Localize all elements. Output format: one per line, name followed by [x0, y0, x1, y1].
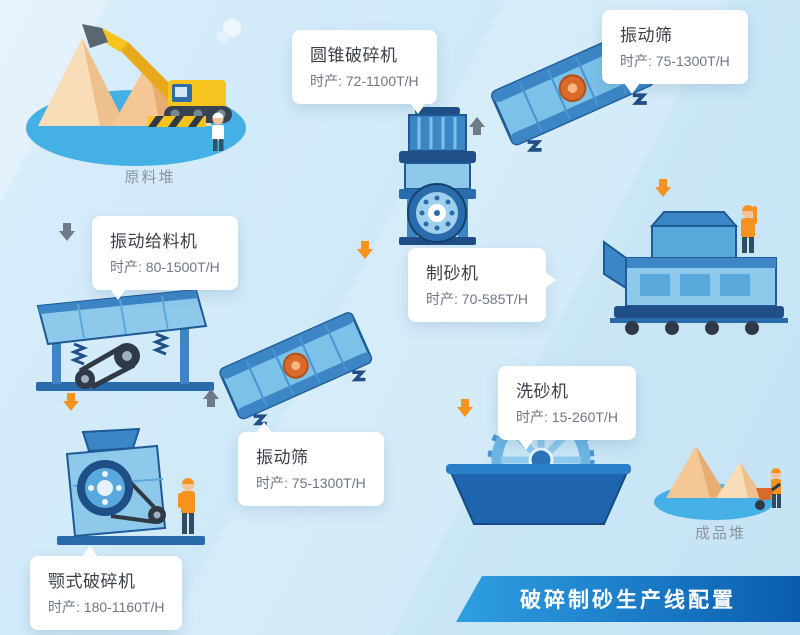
sand-washer-name: 洗砂机 [516, 382, 569, 401]
feeder-name: 振动给料机 [110, 232, 198, 251]
worker-icon [178, 478, 195, 534]
jaw-crusher-illustration [45, 424, 215, 552]
excavator-scene-icon [26, 19, 246, 166]
jaw-crusher-icon [57, 427, 205, 545]
flow-arrow-screen-to-sandmaker-icon [654, 178, 672, 203]
label-card-sand-maker: 制砂机 时产: 70-585T/H [408, 248, 556, 322]
flow-arrow-cone-to-screen-top-icon [468, 116, 486, 141]
title-banner: 破碎制砂生产线配置 [456, 576, 800, 622]
screen-mid-name: 振动筛 [256, 448, 309, 467]
jaw-crusher-capacity: 时产: 180-1160T/H [48, 599, 165, 615]
sand-maker-capacity: 时产: 70-585T/H [426, 291, 528, 307]
page-title: 破碎制砂生产线配置 [520, 589, 736, 612]
sand-washer-illustration [446, 412, 631, 527]
sand-maker-illustration [596, 196, 796, 338]
cone-crusher-capacity: 时产: 72-1100T/H [310, 73, 419, 89]
worker-icon [741, 205, 757, 253]
cone-crusher-illustration [385, 105, 490, 247]
label-card-jaw-crusher: 颚式破碎机 时产: 180-1160T/H [30, 546, 183, 630]
sand-washer-icon [446, 412, 631, 525]
flow-arrow-jaw-to-screen-icon [202, 388, 220, 413]
screen-top-name: 振动筛 [620, 26, 673, 45]
product-pile-label: 成品堆 [694, 525, 746, 542]
card-tail [256, 422, 272, 433]
product-pile-icon [654, 446, 781, 520]
card-tail [624, 83, 640, 94]
label-card-cone-crusher: 圆锥破碎机 时产: 72-1100T/H [292, 30, 437, 114]
card-tail [410, 103, 426, 114]
raw-material-pile-illustration [18, 4, 248, 169]
worker-icon [212, 112, 224, 151]
vibrating-feeder-icon [36, 288, 214, 391]
vibrating-screen-mid-illustration [213, 303, 385, 443]
sand-maker-icon [603, 205, 788, 335]
jaw-crusher-name: 颚式破碎机 [48, 572, 136, 591]
label-card-screen-top: 振动筛 时产: 75-1300T/H [602, 10, 748, 94]
card-tail [110, 289, 126, 300]
cone-crusher-icon [399, 107, 476, 245]
sand-washer-capacity: 时产: 15-260T/H [516, 409, 618, 425]
product-pile-illustration [652, 432, 792, 524]
card-tail [518, 439, 534, 450]
sand-maker-name: 制砂机 [426, 264, 479, 283]
screen-top-capacity: 时产: 75-1300T/H [620, 53, 730, 69]
screen-mid-capacity: 时产: 75-1300T/H [256, 475, 366, 491]
flow-arrow-screen-to-cone-icon [356, 240, 374, 265]
label-card-screen-mid: 振动筛 时产: 75-1300T/H [238, 422, 384, 506]
vibrating-feeder-illustration [30, 282, 220, 400]
raw-pile-label: 原料堆 [124, 169, 176, 186]
vibrating-screen-icon [219, 312, 373, 426]
card-tail [544, 272, 556, 288]
feeder-capacity: 时产: 80-1500T/H [110, 259, 220, 275]
card-tail [82, 546, 98, 557]
label-card-sand-washer: 洗砂机 时产: 15-260T/H [498, 366, 636, 450]
cone-crusher-name: 圆锥破碎机 [310, 46, 398, 65]
flow-arrow-feeder-to-jaw-icon [62, 392, 80, 417]
label-card-feeder: 振动给料机 时产: 80-1500T/H [92, 216, 238, 300]
worker-with-cart-icon [755, 468, 781, 510]
flow-arrow-raw-to-feeder-icon [58, 222, 76, 247]
flow-arrow-sandmaker-to-washer-icon [456, 398, 474, 423]
